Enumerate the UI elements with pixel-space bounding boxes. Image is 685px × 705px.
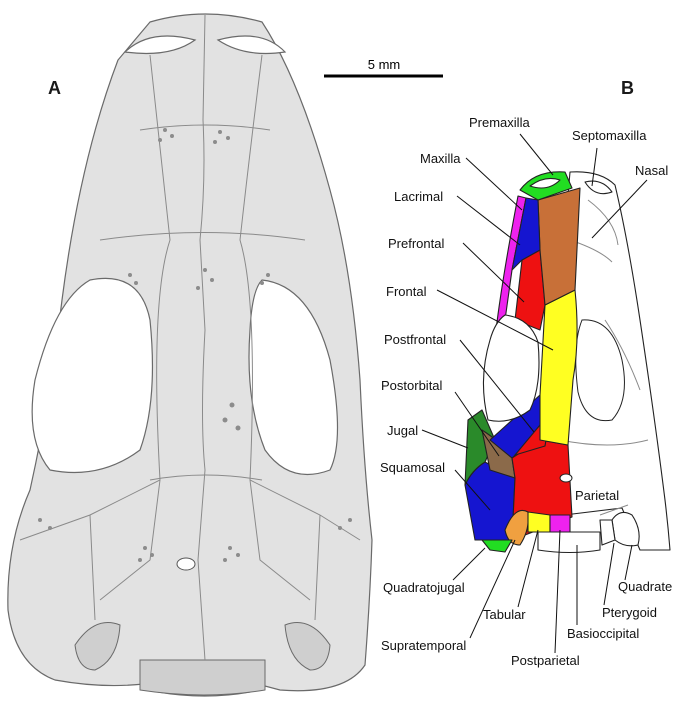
pterygoid-shape (599, 519, 616, 546)
bone-tabular (527, 511, 551, 533)
left-naris (529, 177, 561, 189)
ornament-pits (38, 128, 352, 562)
label-maxilla: Maxilla (420, 151, 461, 166)
naris-left (123, 35, 197, 55)
right-orbit (575, 319, 625, 422)
occipital-shelf (139, 659, 266, 696)
leader-quadratojugal (452, 547, 486, 581)
label-squamosal: Squamosal (380, 460, 445, 475)
pineal-foramen (176, 557, 196, 571)
label-postorbital: Postorbital (381, 378, 443, 393)
leader-postfrontal (459, 339, 535, 433)
label-quadrate: Quadrate (618, 579, 672, 594)
leader-postparietal (554, 529, 561, 654)
leader-jugal (421, 429, 469, 449)
label-supratemporal: Supratemporal (381, 638, 466, 653)
label-postfrontal: Postfrontal (384, 332, 446, 347)
leader-pterygoid (603, 542, 615, 606)
leader-frontal (436, 289, 554, 351)
leader-premaxilla (519, 133, 554, 176)
quadrate-right (284, 622, 331, 671)
label-frontal: Frontal (386, 284, 427, 299)
quadrate-shape (611, 511, 640, 547)
suture-left (19, 54, 171, 621)
leader-lacrimal (456, 195, 521, 246)
label-pterygoid: Pterygoid (602, 605, 657, 620)
label-parietal: Parietal (575, 488, 619, 503)
midline-suture (197, 14, 206, 661)
orbit-left (31, 277, 154, 474)
leader-tabular (517, 529, 539, 608)
pineal-foramen-b (559, 473, 573, 483)
panel-label-b: B (621, 78, 634, 98)
leader-nasal (591, 179, 648, 239)
label-prefrontal: Prefrontal (388, 236, 444, 251)
label-postparietal: Postparietal (511, 653, 580, 668)
left-orbit (482, 314, 540, 422)
label-premaxilla: Premaxilla (469, 115, 530, 130)
label-lacrimal: Lacrimal (394, 189, 443, 204)
quadrate-left (74, 622, 121, 671)
leader-septomaxilla (591, 147, 598, 187)
label-tabular: Tabular (483, 607, 526, 622)
bone-nasal (537, 187, 581, 306)
bone-lacrimal-strip (511, 197, 541, 271)
label-septomaxilla: Septomaxilla (572, 128, 647, 143)
bone-quadratojugal (481, 539, 513, 553)
leader-supratemporal (469, 539, 516, 639)
leader-prefrontal (462, 242, 525, 303)
scale-bar-label: 5 mm (368, 57, 401, 72)
label-basioccipital: Basioccipital (567, 626, 639, 641)
panel-label-a: A (48, 78, 61, 98)
right-sutures (559, 199, 649, 516)
label-quadratojugal: Quadratojugal (383, 580, 465, 595)
orbit-right (248, 279, 339, 476)
skull-map-b (464, 171, 671, 554)
bone-frontal (539, 289, 578, 446)
suture-right (239, 54, 361, 621)
leader-postorbital (454, 391, 500, 457)
bone-labels: Premaxilla Septomaxilla Maxilla Nasal La… (380, 115, 672, 668)
leader-squamosal (454, 469, 491, 511)
leader-maxilla (465, 157, 523, 211)
naris-right (216, 35, 287, 55)
leader-quadrate (624, 544, 633, 581)
skull-drawing-a (7, 13, 373, 697)
label-nasal: Nasal (635, 163, 668, 178)
bone-postparietal (549, 514, 571, 533)
basioccipital-shape (537, 531, 601, 554)
label-jugal: Jugal (387, 423, 418, 438)
suture-cross (99, 124, 306, 481)
